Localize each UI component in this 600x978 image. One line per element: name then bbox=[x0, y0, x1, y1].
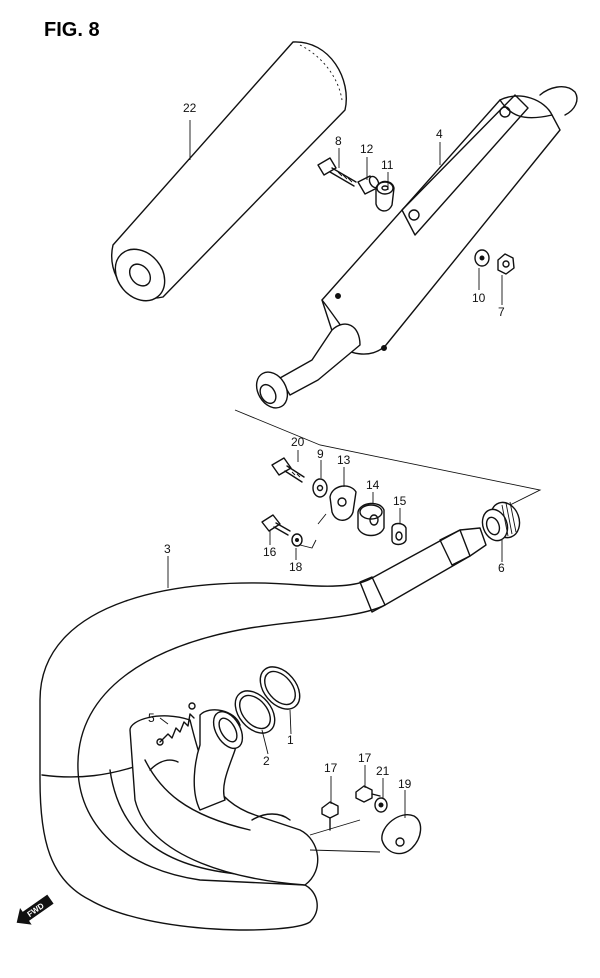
part-5-spring bbox=[156, 702, 196, 746]
assembly-line-16 bbox=[299, 539, 317, 549]
callout-20: 20 bbox=[291, 435, 305, 449]
fwd-arrow-icon: FWD bbox=[16, 894, 54, 925]
part-21-washer bbox=[374, 797, 388, 813]
part-13-bracket bbox=[317, 485, 357, 525]
part-17-bolt-left bbox=[321, 801, 339, 831]
callout-21: 21 bbox=[376, 764, 390, 778]
callout-22: 22 bbox=[183, 101, 197, 115]
part-6-joint bbox=[481, 501, 521, 542]
callout-labels: 22 8 12 11 4 10 7 20 9 13 14 15 16 18 6 … bbox=[148, 101, 505, 791]
assembly-line-lower bbox=[309, 819, 381, 853]
part-10-washer bbox=[474, 249, 490, 267]
callout-6: 6 bbox=[498, 561, 505, 575]
part-2-gasket bbox=[234, 690, 276, 734]
callout-17-right: 17 bbox=[358, 751, 372, 765]
part-4-silencer bbox=[255, 86, 578, 409]
callout-15: 15 bbox=[393, 494, 407, 508]
callout-13: 13 bbox=[337, 453, 351, 467]
part-7-nut bbox=[497, 253, 515, 275]
part-18-washer bbox=[291, 533, 303, 547]
part-20-bolt bbox=[271, 457, 305, 483]
callout-19: 19 bbox=[398, 777, 412, 791]
part-14-damper bbox=[357, 502, 385, 537]
part-3-exhaust-pipe bbox=[39, 527, 487, 931]
part-8-bolt bbox=[317, 157, 357, 187]
callout-12: 12 bbox=[360, 142, 374, 156]
part-1-gasket bbox=[259, 666, 301, 710]
part-15-collar bbox=[391, 522, 407, 546]
part-19-cap bbox=[381, 814, 422, 855]
part-22-silencer-cover bbox=[111, 41, 347, 302]
callout-5: 5 bbox=[148, 711, 155, 725]
leader-lines bbox=[159, 120, 503, 818]
callout-16: 16 bbox=[263, 545, 277, 559]
callout-18: 18 bbox=[289, 560, 303, 574]
callout-8: 8 bbox=[335, 134, 342, 148]
callout-1: 1 bbox=[287, 733, 294, 747]
part-9-washer bbox=[312, 478, 328, 498]
callout-9: 9 bbox=[317, 447, 324, 461]
figure-title: FIG. 8 bbox=[44, 19, 100, 41]
callout-7: 7 bbox=[498, 305, 505, 319]
callout-10: 10 bbox=[472, 291, 486, 305]
callout-11: 11 bbox=[381, 158, 394, 172]
callout-17-left: 17 bbox=[324, 761, 338, 775]
part-17-bolt-right bbox=[355, 785, 381, 803]
callout-3: 3 bbox=[164, 542, 171, 556]
callout-14: 14 bbox=[366, 478, 380, 492]
part-16-bolt bbox=[261, 514, 291, 536]
part-11-grommet bbox=[375, 180, 395, 212]
callout-4: 4 bbox=[436, 127, 443, 141]
assembly-line-upper bbox=[234, 409, 542, 511]
callout-2: 2 bbox=[263, 754, 270, 768]
